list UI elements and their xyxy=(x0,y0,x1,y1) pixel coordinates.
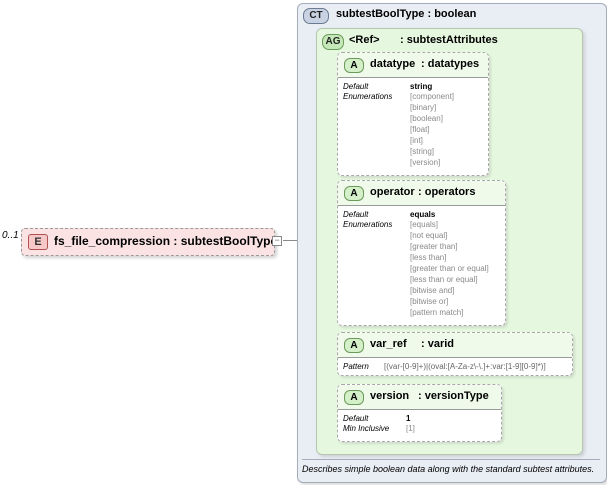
pattern-label: Pattern xyxy=(343,362,369,371)
attribute-badge-icon: A xyxy=(344,186,364,201)
default-label: Default xyxy=(343,210,369,219)
attribute-type: : operators xyxy=(418,186,476,198)
element-badge-icon: E xyxy=(28,234,48,250)
enumeration-value: [greater than] xyxy=(410,242,458,251)
attribute-card-header: A datatype : datatypes xyxy=(338,53,488,78)
attribute-type: : varid xyxy=(421,338,455,350)
min-inclusive-value: [1] xyxy=(406,424,415,433)
min-inclusive-label: Min Inclusive xyxy=(343,424,390,433)
attribute-card-var-ref[interactable]: A var_ref : varid Pattern [(var-[0-9]+)|… xyxy=(337,332,573,376)
attribute-card-operator[interactable]: A operator : operators Default equals En… xyxy=(337,180,506,326)
attribute-group-ref: <Ref> xyxy=(349,34,380,46)
enumeration-value: [float] xyxy=(410,125,430,134)
attribute-group-badge-icon: AG xyxy=(322,34,344,50)
enumeration-value: [int] xyxy=(410,136,423,145)
enumeration-value: [component] xyxy=(410,92,455,101)
default-value: 1 xyxy=(406,414,411,423)
enumerations-label: Enumerations xyxy=(343,92,393,101)
attribute-badge-icon: A xyxy=(344,338,364,353)
enumeration-value: [bitwise or] xyxy=(410,297,449,306)
occurrence-label: 0..1 xyxy=(2,230,19,241)
attribute-card-header: A version : versionType xyxy=(338,385,501,410)
enumeration-value: [boolean] xyxy=(410,114,443,123)
attribute-name: operator xyxy=(370,186,415,198)
attribute-card-header: A var_ref : varid xyxy=(338,333,572,358)
enumeration-value: [equals] xyxy=(410,220,439,229)
enumeration-value: [string] xyxy=(410,147,435,156)
enumeration-value: [binary] xyxy=(410,103,437,112)
enumeration-value: [less than] xyxy=(410,253,447,262)
default-value: string xyxy=(410,82,433,91)
attribute-badge-icon: A xyxy=(344,390,364,405)
attribute-name: version xyxy=(370,390,410,402)
enumeration-value: [bitwise and] xyxy=(410,286,455,295)
element-node[interactable]: E fs_file_compression : subtestBoolType xyxy=(21,228,278,256)
enumeration-value: [less than or equal] xyxy=(410,275,478,284)
complex-type-badge-icon: CT xyxy=(303,8,329,24)
complex-type-description: Describes simple boolean data along with… xyxy=(302,464,595,474)
default-value: equals xyxy=(410,210,436,219)
enumeration-value: [pattern match] xyxy=(410,308,464,317)
attribute-type: : versionType xyxy=(418,390,489,402)
element-label: fs_file_compression : subtestBoolType xyxy=(54,234,278,248)
attribute-name: datatype xyxy=(370,58,416,70)
attribute-group-type: : subtestAttributes xyxy=(400,34,498,46)
enumeration-value: [version] xyxy=(410,158,441,167)
attribute-card-header: A operator : operators xyxy=(338,181,505,206)
attribute-type: : datatypes xyxy=(421,58,480,70)
attribute-card-version[interactable]: A version : versionType Default 1 Min In… xyxy=(337,384,502,442)
pattern-value: [(var-[0-9]+)|(oval:[A-Za-z\-\.]+:var:[1… xyxy=(384,362,546,371)
collapse-toggle-icon[interactable]: − xyxy=(272,236,282,246)
attribute-name: var_ref xyxy=(370,338,407,350)
enumeration-value: [not equal] xyxy=(410,231,448,240)
enumerations-label: Enumerations xyxy=(343,220,393,229)
default-label: Default xyxy=(343,82,369,91)
description-separator xyxy=(302,459,600,460)
attribute-card-datatype[interactable]: A datatype : datatypes Default string En… xyxy=(337,52,489,176)
attribute-badge-icon: A xyxy=(344,58,364,73)
complex-type-title: subtestBoolType : boolean xyxy=(336,8,477,20)
enumeration-value: [greater than or equal] xyxy=(410,264,489,273)
default-label: Default xyxy=(343,414,369,423)
